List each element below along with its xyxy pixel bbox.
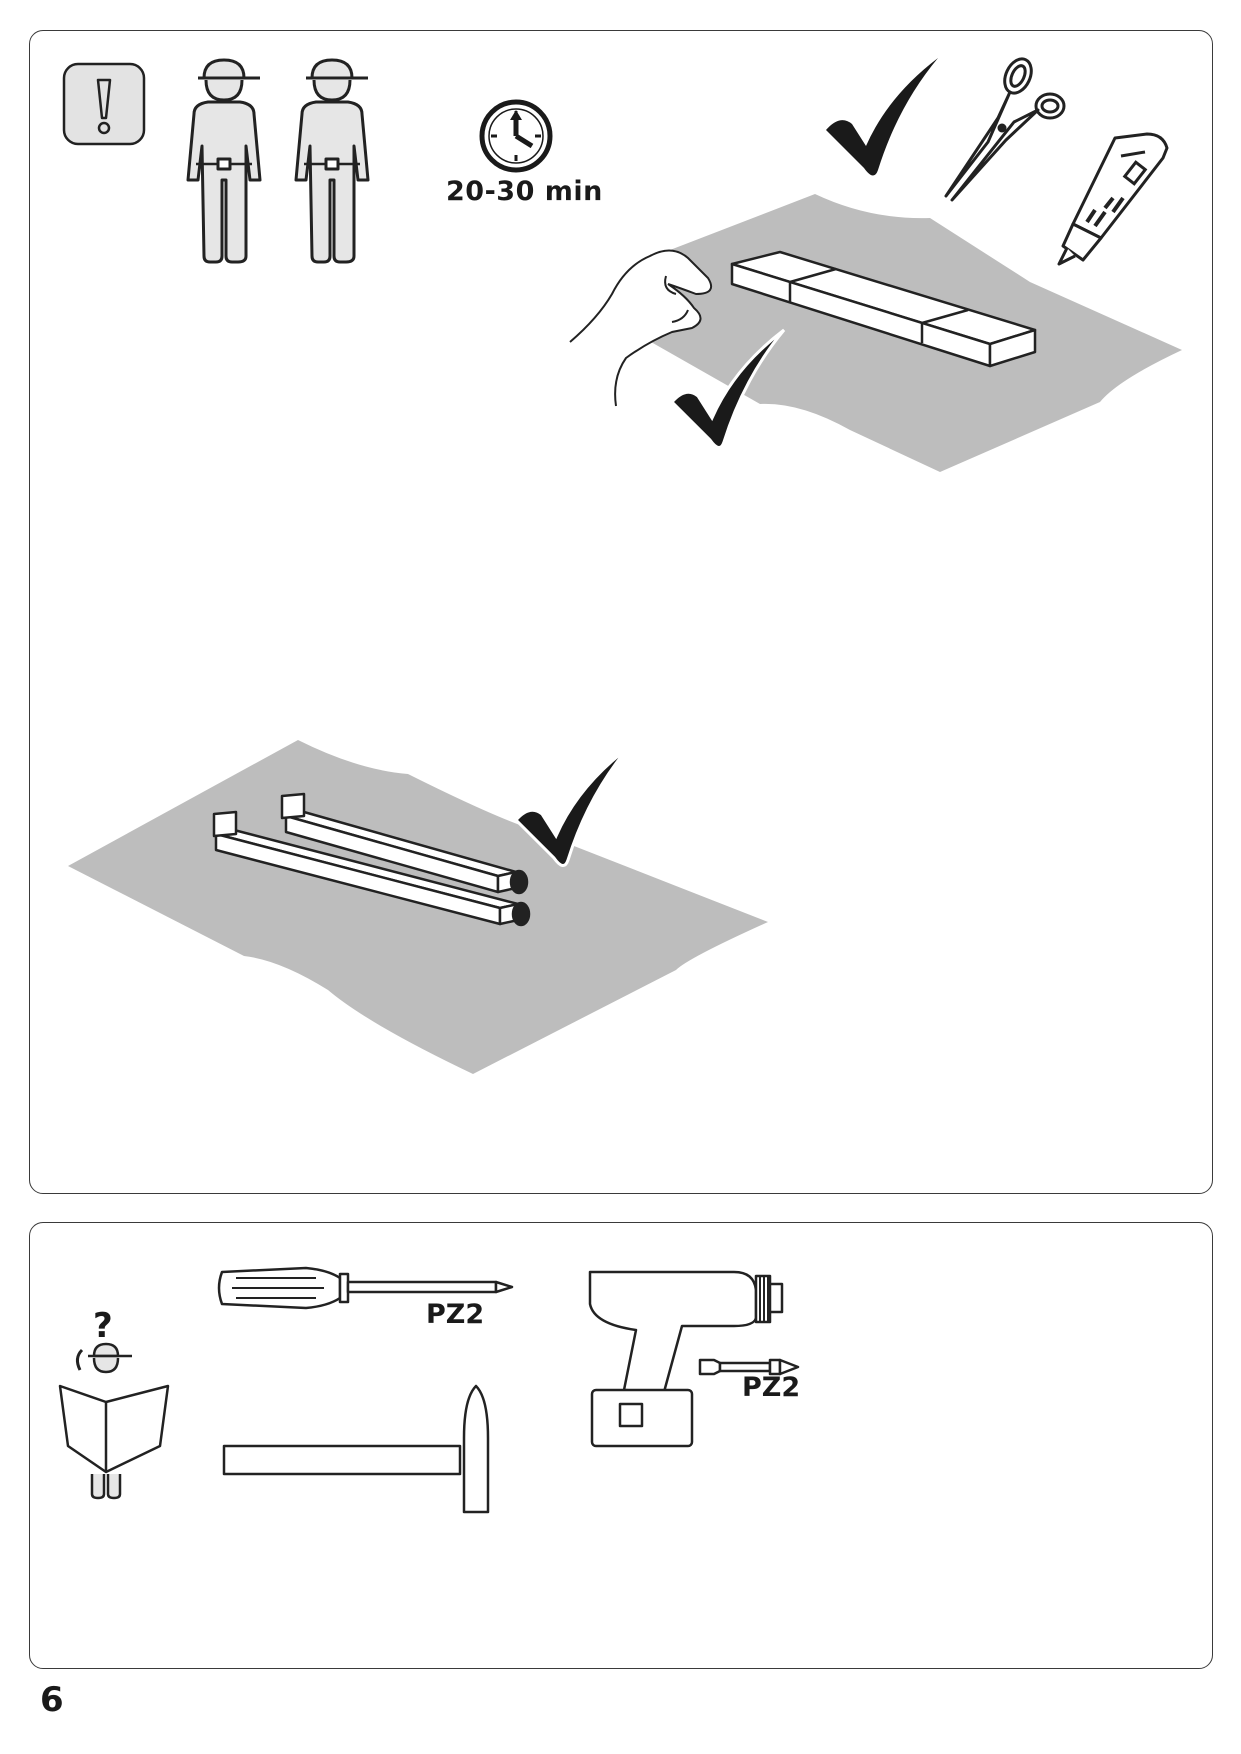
drill-icon — [588, 1270, 784, 1448]
packaging-sheet-bottom — [68, 740, 768, 1074]
help-question-mark: ? — [93, 1306, 113, 1346]
two-person-icon — [186, 58, 370, 264]
hammer-icon — [222, 1384, 490, 1514]
scissors-icon — [944, 57, 1066, 202]
utility-knife-icon — [1057, 132, 1169, 266]
clock-icon — [479, 99, 553, 173]
drill-bit-label: PZ2 — [742, 1372, 801, 1403]
checkmark-icon — [826, 58, 938, 176]
checkmark-icon — [669, 328, 786, 449]
help-person-icon — [58, 1342, 170, 1500]
checkmark-icon — [513, 746, 630, 867]
assembly-time-label: 20-30 min — [446, 176, 603, 207]
hand-icon — [569, 249, 712, 407]
screwdriver-bit-label: PZ2 — [426, 1299, 485, 1330]
screwdriver-icon — [217, 1266, 514, 1310]
packaging-sheet-top — [630, 194, 1182, 472]
page-number: 6 — [40, 1680, 64, 1720]
drill-bit-icon — [698, 1358, 800, 1376]
caution-icon — [62, 62, 146, 146]
